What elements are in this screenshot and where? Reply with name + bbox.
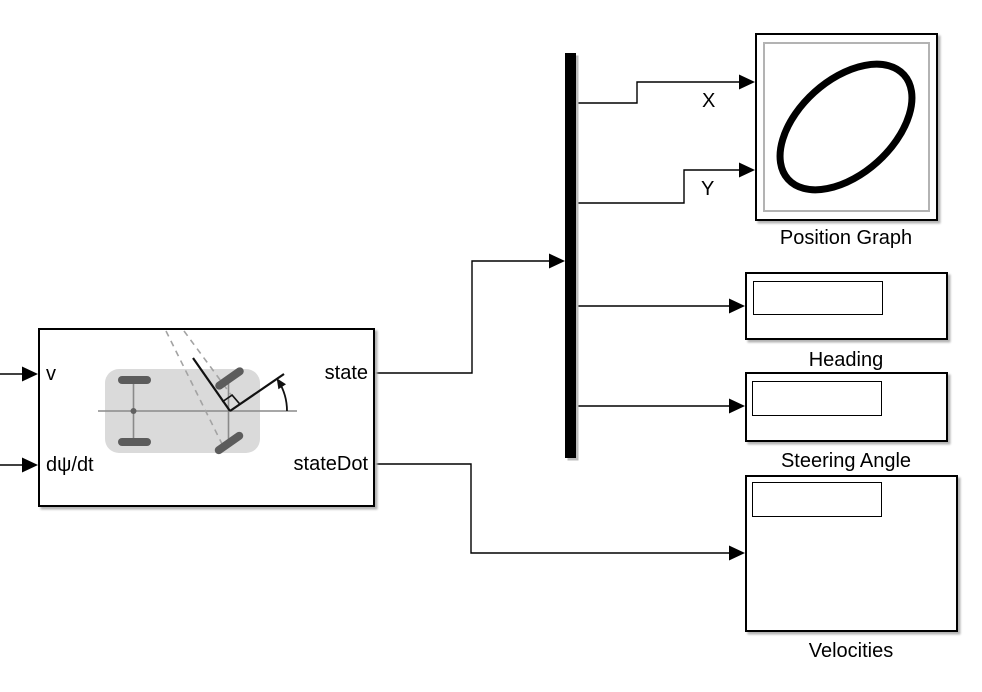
front-wheel-bottom <box>214 431 244 455</box>
arrowhead-icon <box>22 366 38 382</box>
xy-plot-ellipse-icon <box>776 60 916 194</box>
steering-angle-display-block[interactable] <box>745 372 948 442</box>
heading-label[interactable]: Heading <box>808 349 884 371</box>
port-label-dpsi-dt: dψ/dt <box>46 454 94 476</box>
wire-demux-to-y[interactable] <box>577 162 755 204</box>
heading-display-block[interactable] <box>745 272 948 340</box>
arrowhead-icon <box>729 545 745 561</box>
arc-arrowhead-icon <box>276 378 286 390</box>
wire-input-v[interactable] <box>0 366 38 382</box>
rear-wheel-bottom <box>118 438 151 446</box>
wire-demux-to-heading[interactable] <box>577 298 745 314</box>
wire-statedot-to-velocities[interactable] <box>375 463 745 561</box>
velocities-value-box <box>752 482 882 517</box>
port-label-x: X <box>702 90 716 112</box>
heading-value-box <box>753 281 883 315</box>
rear-axle-center-dot <box>130 408 137 414</box>
arrowhead-icon <box>739 162 755 178</box>
port-label-y: Y <box>701 178 715 200</box>
arrowhead-icon <box>729 298 745 314</box>
demux-bar[interactable] <box>565 53 576 458</box>
port-label-statedot: stateDot <box>293 453 368 475</box>
bicycle-vehicle-icon <box>98 330 297 455</box>
velocities-label[interactable]: Velocities <box>808 640 894 662</box>
wire-input-dpsi-dt[interactable] <box>0 457 38 473</box>
position-graph-block[interactable] <box>755 33 938 221</box>
arrowhead-icon <box>549 253 565 269</box>
wheel-direction-line <box>192 357 231 412</box>
position-graph-label[interactable]: Position Graph <box>779 227 913 249</box>
wire-demux-to-steering[interactable] <box>577 398 745 414</box>
rear-wheel-top <box>118 376 151 384</box>
wire-demux-to-x[interactable] <box>577 74 755 104</box>
arrowhead-icon <box>22 457 38 473</box>
demux-block[interactable] <box>565 53 579 461</box>
port-label-v: v <box>46 363 56 385</box>
velocities-display-block[interactable] <box>745 475 958 632</box>
arrowhead-icon <box>729 398 745 414</box>
port-label-state: state <box>324 362 368 384</box>
steering-angle-label[interactable]: Steering Angle <box>780 450 912 472</box>
wire-state-to-demux[interactable] <box>375 253 565 374</box>
velocity-direction-line <box>229 373 285 412</box>
front-wheel-top <box>215 367 244 390</box>
right-angle-marker <box>221 394 241 405</box>
steering-value-box <box>752 381 882 416</box>
arrowhead-icon <box>739 74 755 90</box>
bicycle-model-block[interactable]: v dψ/dt state stateDot <box>38 328 375 507</box>
